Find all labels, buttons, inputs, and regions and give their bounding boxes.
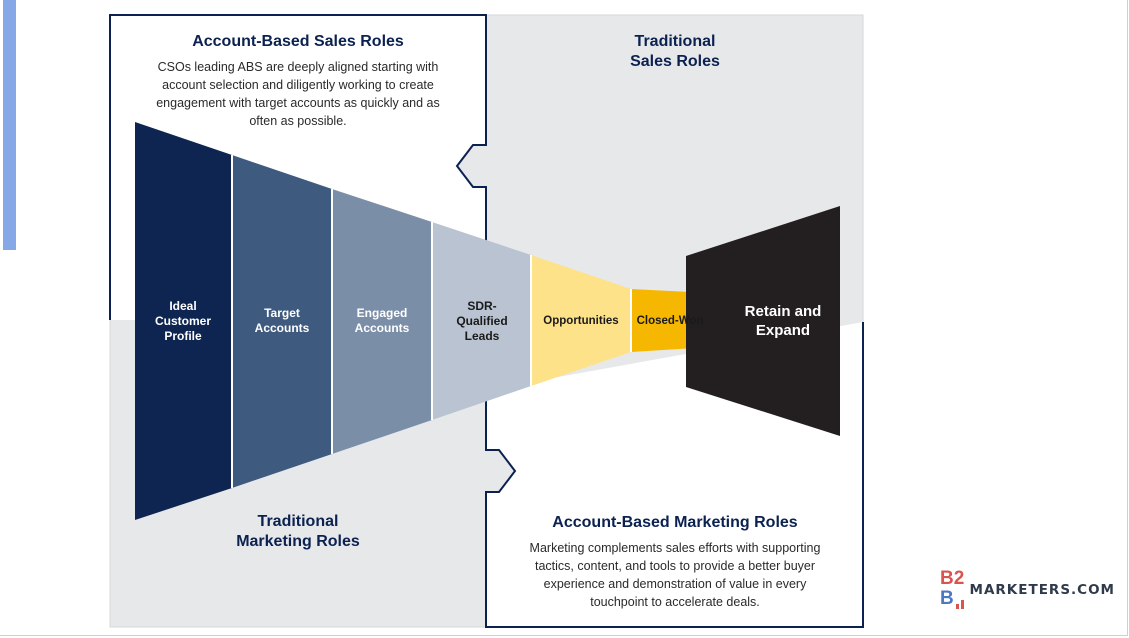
funnel-segment-sdr-qualified-leads: [432, 222, 531, 420]
funnel-separators: [231, 155, 632, 488]
accent-bar: [3, 0, 16, 250]
b2b-marketers-logo: B2 B MARKETERS.COM: [940, 568, 1115, 612]
retain-expand-shape: [686, 206, 840, 436]
traditional-marketing-title: Traditional Marketing Roles: [236, 513, 360, 550]
funnel-label-ideal-customer-profile: Ideal Customer Profile: [154, 298, 211, 343]
brand-name: MARKETERS.COM: [969, 582, 1115, 598]
funnel-label-closed-won: Closed-Won: [636, 314, 704, 327]
funnel-label-sdr-qualified-leads: SDR-Qualified Leads: [456, 298, 508, 343]
funnel-label-opportunities: Opportunities: [543, 314, 619, 327]
funnel-segment-opportunities: [531, 255, 631, 386]
funnel-segment-target-accounts: [232, 155, 332, 488]
account-based-sales-title: Account-Based Sales Roles: [192, 33, 404, 50]
funnel-segment-engaged-accounts: [332, 189, 432, 454]
account-based-sales-description: CSOs leading ABS are deeply aligned star…: [156, 60, 440, 128]
bar-chart-icon: [956, 600, 964, 609]
funnel-segment-ideal-customer-profile: [135, 122, 232, 520]
funnel-label-target-accounts: Target Accounts: [254, 306, 310, 335]
account-based-marketing-description: Marketing complements sales efforts with…: [529, 541, 821, 609]
logo-mark-bottom: B: [940, 588, 954, 609]
traditional-sales-title: Traditional Sales Roles: [630, 33, 720, 70]
account-based-marketing-title: Account-Based Marketing Roles: [552, 514, 798, 531]
logo-mark-top: B2: [940, 568, 965, 589]
funnel-label-engaged-accounts: Engaged Accounts: [354, 306, 410, 335]
b2b-logo-mark: B2 B: [940, 569, 964, 611]
retain-expand-label: Retain and Expand: [744, 303, 822, 339]
